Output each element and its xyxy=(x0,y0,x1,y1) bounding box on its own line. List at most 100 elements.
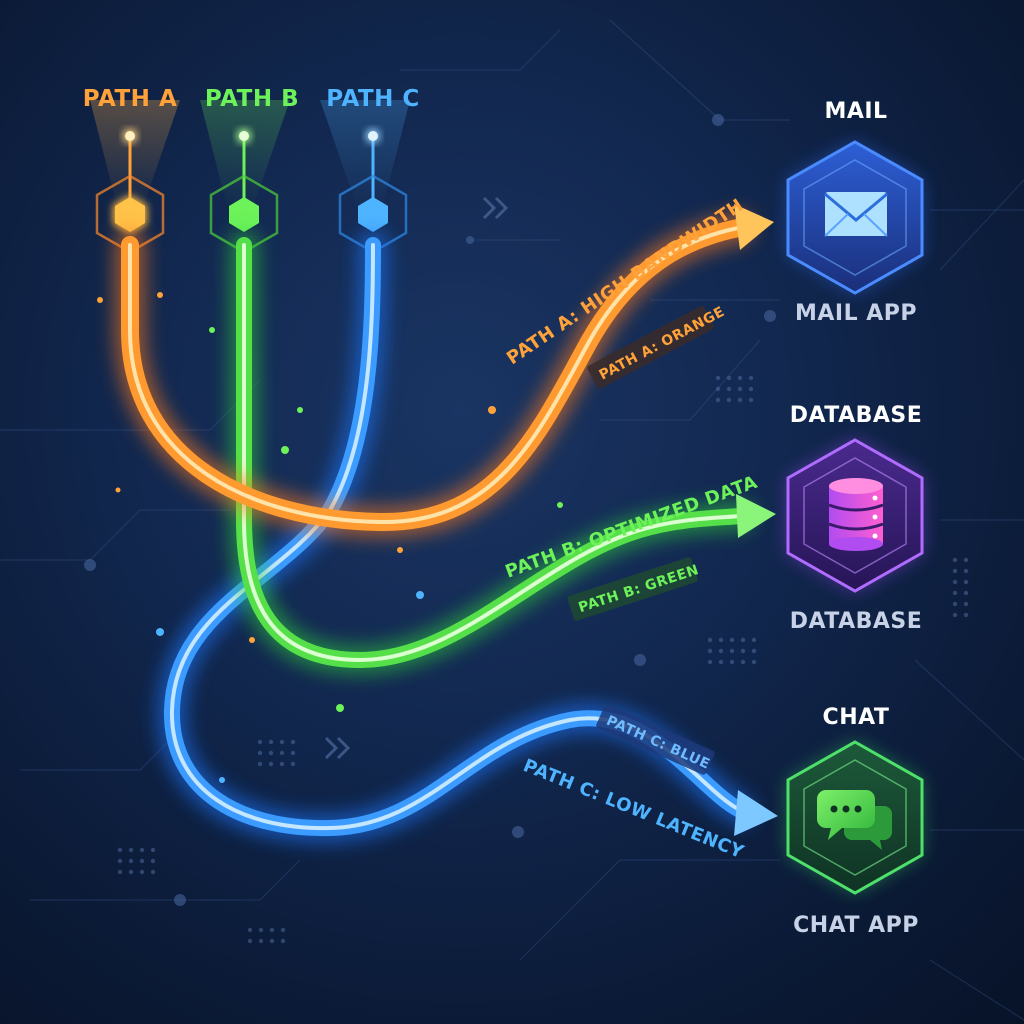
grid-dot xyxy=(139,858,145,864)
grid-dot xyxy=(718,648,724,654)
grid-dot xyxy=(269,927,275,933)
grid-dot xyxy=(963,612,969,618)
grid-dot xyxy=(751,648,757,654)
circuit-dots xyxy=(84,114,776,906)
grid-dot xyxy=(737,375,743,381)
grid-dot xyxy=(279,761,285,767)
grid-dot xyxy=(963,579,969,585)
grid-dot xyxy=(117,869,123,875)
grid-dot xyxy=(269,938,275,944)
grid-dot xyxy=(748,386,754,392)
grid-dot xyxy=(268,750,274,756)
grid-dot xyxy=(740,648,746,654)
grid-dot xyxy=(726,375,732,381)
mail-title: MAIL xyxy=(824,99,887,124)
chat-bubbles-icon xyxy=(817,790,892,850)
grid-dot xyxy=(279,739,285,745)
grid-dot xyxy=(740,637,746,643)
database-node[interactable] xyxy=(786,438,924,593)
grid-dot xyxy=(952,590,958,596)
mail-node[interactable] xyxy=(786,140,924,295)
grid-dot xyxy=(128,858,134,864)
grid-dot xyxy=(257,761,263,767)
grid-dot xyxy=(268,739,274,745)
grid-dot xyxy=(718,659,724,665)
grid-dot xyxy=(279,750,285,756)
grid-dot xyxy=(729,659,735,665)
grid-dot xyxy=(139,869,145,875)
grid-dot xyxy=(729,637,735,643)
path-a-label: PATH A xyxy=(83,86,178,112)
dot-grid-decoration xyxy=(117,375,969,944)
grid-dot xyxy=(718,637,724,643)
path-a-annotation: PATH A: HIGH BANDWIDTH xyxy=(503,195,748,369)
source-beams xyxy=(90,100,410,210)
grid-dot xyxy=(726,386,732,392)
chat-node[interactable] xyxy=(786,740,924,895)
grid-dot xyxy=(740,659,746,665)
grid-dot xyxy=(247,938,253,944)
grid-dot xyxy=(952,579,958,585)
grid-dot xyxy=(117,858,123,864)
grid-dot xyxy=(952,612,958,618)
grid-dot xyxy=(258,927,264,933)
sparkle-particles xyxy=(97,292,563,783)
chat-caption: CHAT APP xyxy=(793,913,919,938)
grid-dot xyxy=(726,397,732,403)
grid-dot xyxy=(707,648,713,654)
grid-dot xyxy=(737,386,743,392)
grid-dot xyxy=(128,847,134,853)
grid-dot xyxy=(247,927,253,933)
grid-dot xyxy=(290,750,296,756)
grid-dot xyxy=(963,590,969,596)
database-title: DATABASE xyxy=(790,403,923,428)
path-a-line xyxy=(114,204,774,539)
grid-dot xyxy=(280,938,286,944)
grid-dot xyxy=(707,659,713,665)
path-c-line xyxy=(156,230,778,844)
grid-dot xyxy=(963,568,969,574)
grid-dot xyxy=(748,397,754,403)
path-c-label: PATH C xyxy=(326,86,420,112)
grid-dot xyxy=(751,659,757,665)
grid-dot xyxy=(748,375,754,381)
grid-dot xyxy=(150,858,156,864)
grid-dot xyxy=(715,375,721,381)
grid-dot xyxy=(117,847,123,853)
grid-dot xyxy=(268,761,274,767)
grid-dot xyxy=(952,557,958,563)
grid-dot xyxy=(150,869,156,875)
grid-dot xyxy=(257,750,263,756)
grid-dot xyxy=(751,637,757,643)
grid-dot xyxy=(729,648,735,654)
grid-dot xyxy=(707,637,713,643)
circuit-background xyxy=(0,19,1024,1021)
database-caption: DATABASE xyxy=(790,609,923,634)
grid-dot xyxy=(963,601,969,607)
grid-dot xyxy=(258,938,264,944)
path-b-line xyxy=(229,230,776,676)
envelope-icon xyxy=(824,192,888,237)
grid-dot xyxy=(952,601,958,607)
svg-text:PATH C: BLUE: PATH C: BLUE xyxy=(604,713,712,773)
svg-text:PATH A: HIGH BANDWIDTH: PATH A: HIGH BANDWIDTH xyxy=(503,195,748,369)
path-c-tag: PATH C: BLUE xyxy=(596,704,715,775)
mail-caption: MAIL APP xyxy=(795,301,917,326)
grid-dot xyxy=(290,739,296,745)
grid-dot xyxy=(257,739,263,745)
path-b-label: PATH B xyxy=(205,86,299,112)
grid-dot xyxy=(139,847,145,853)
grid-dot xyxy=(280,927,286,933)
grid-dot xyxy=(715,397,721,403)
grid-dot xyxy=(150,847,156,853)
grid-dot xyxy=(737,397,743,403)
grid-dot xyxy=(952,568,958,574)
database-icon xyxy=(828,478,884,551)
chat-title: CHAT xyxy=(823,705,890,730)
grid-dot xyxy=(128,869,134,875)
chevron-decorations xyxy=(324,196,509,760)
grid-dot xyxy=(715,386,721,392)
grid-dot xyxy=(290,761,296,767)
